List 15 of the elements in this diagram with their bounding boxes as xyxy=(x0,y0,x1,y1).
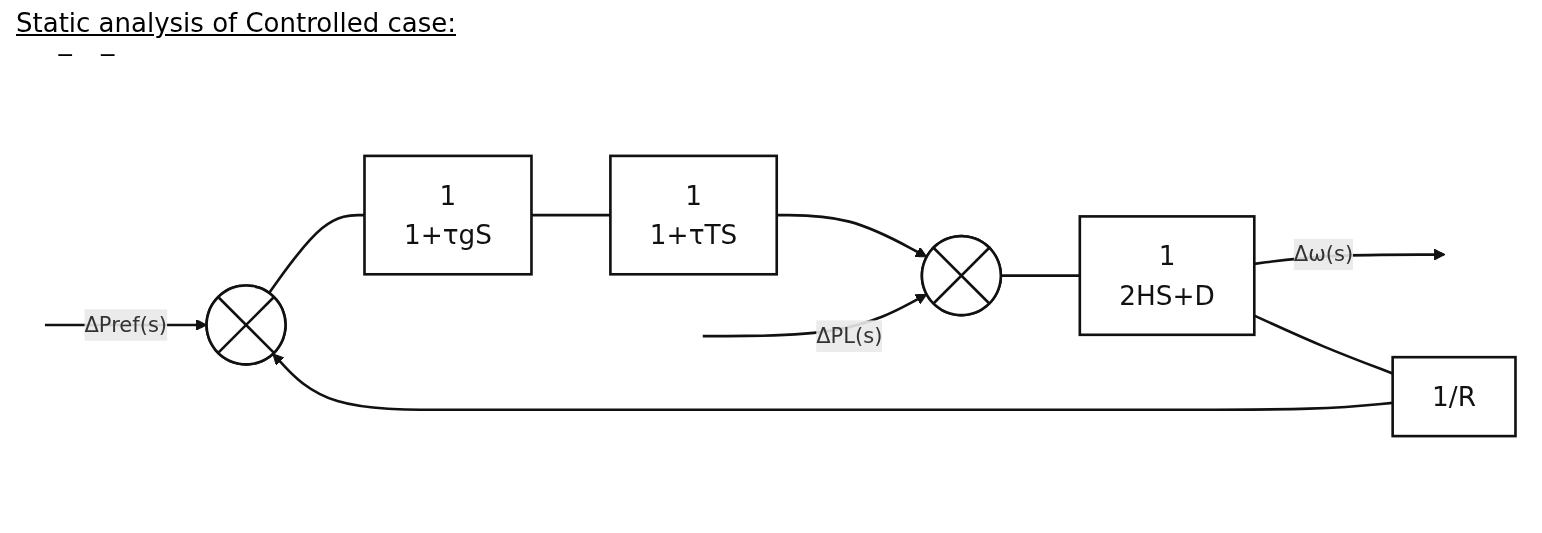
edge-label: ΔPL(s) xyxy=(816,322,883,348)
connector xyxy=(268,213,365,294)
node-box: 1/R xyxy=(1391,355,1517,438)
sign-label: − xyxy=(98,42,117,67)
arrow xyxy=(776,213,928,258)
node-box: 1 1+τTS xyxy=(609,154,779,276)
edge-label: ΔPref(s) xyxy=(84,311,168,337)
connector xyxy=(1000,274,1080,277)
connector xyxy=(531,213,611,217)
sign-label: − xyxy=(56,42,75,67)
node-box: 1 2HS+D xyxy=(1078,215,1256,337)
diagram-title: Static analysis of Controlled case: xyxy=(16,8,456,38)
node-box: 1 1+τgS xyxy=(363,154,533,276)
edge-label: Δω(s) xyxy=(1293,241,1354,267)
arrow xyxy=(272,353,1393,412)
